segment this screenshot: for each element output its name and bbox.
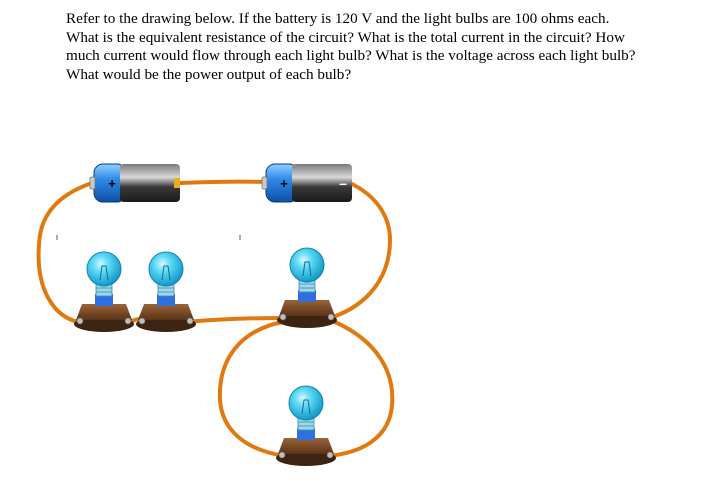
question-text: Refer to the drawing below. If the batte… — [66, 10, 702, 84]
battery-plus-label: + — [108, 176, 116, 191]
light-bulb-2 — [136, 251, 196, 332]
question-line: What is the equivalent resistance of the… — [66, 28, 625, 46]
light-bulb-3 — [277, 247, 337, 328]
wire-top-middle — [178, 179, 270, 185]
battery-1: + — [89, 163, 180, 203]
light-bulb-1 — [74, 251, 134, 332]
question-line: Refer to the drawing below. If the batte… — [66, 10, 610, 27]
wire-top-left — [36, 180, 97, 324]
battery-minus-label: – — [339, 175, 347, 191]
battery-plus-label: + — [280, 176, 288, 191]
wire-top-right — [328, 181, 393, 320]
wire-parallel-left — [217, 320, 287, 458]
question-line: much current would flow through each lig… — [66, 47, 636, 65]
question-line: What would be the power output of each b… — [66, 65, 352, 83]
wire-parallel-right — [326, 320, 395, 458]
light-bulb-4 — [276, 385, 336, 466]
wire-to-parallel — [183, 316, 285, 324]
battery-2: + – — [261, 163, 352, 203]
